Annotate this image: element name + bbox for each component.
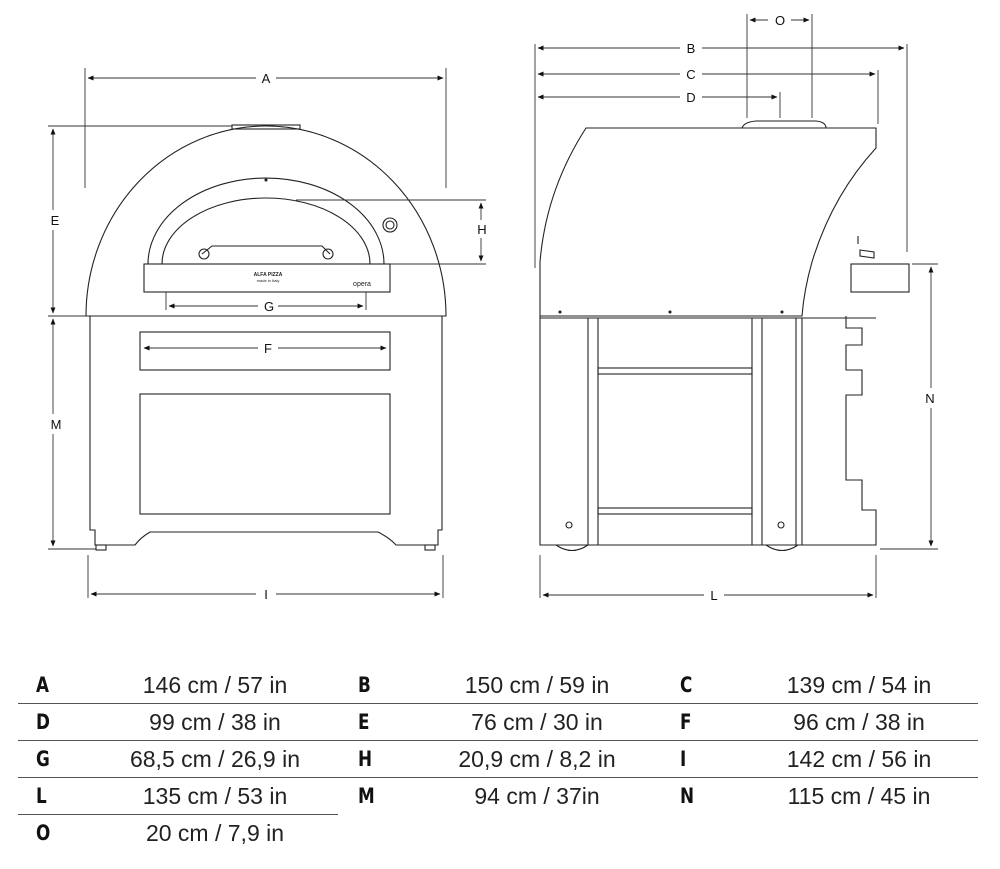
dimensions-table: A 146 cm / 57 in B 150 cm / 59 in C 139 … (18, 668, 978, 853)
dim-label-o: O (775, 13, 785, 28)
oven-model: opera (353, 281, 371, 288)
front-door-arch-outer (147, 177, 385, 265)
spec-key: B (358, 673, 371, 697)
spec-key: N (680, 784, 695, 808)
side-shelf-top (597, 367, 753, 375)
side-dimension-labels: O B C D N L (686, 13, 934, 603)
dim-label-n: N (925, 391, 934, 406)
technical-drawing: ALFA PIZZA made in Italy opera (48, 13, 938, 603)
spec-key: E (358, 710, 370, 734)
side-wheel-right (765, 544, 799, 552)
front-panel (139, 393, 391, 515)
front-door-handle (201, 245, 331, 255)
spec-key: F (680, 710, 692, 734)
row-divider (18, 814, 338, 815)
dim-label-c: C (686, 67, 695, 82)
dim-label-f: F (264, 341, 272, 356)
row-divider (18, 777, 978, 778)
side-view (539, 120, 910, 552)
spec-value: 142 cm / 56 in (786, 746, 932, 772)
table-row: A 146 cm / 57 in B 150 cm / 59 in C 139 … (18, 668, 978, 705)
row-divider (18, 703, 978, 704)
side-body (539, 127, 877, 317)
spec-value: 68,5 cm / 26,9 in (129, 746, 301, 772)
side-shelf-bottom (597, 507, 753, 515)
spec-key: D (36, 710, 50, 734)
spec-value: 76 cm / 30 in (471, 709, 603, 735)
spec-key: O (36, 821, 51, 845)
thermometer-icon (382, 217, 398, 233)
dim-label-e: E (51, 213, 60, 228)
dim-label-a: A (262, 71, 271, 86)
table-row: O 20 cm / 7,9 in (18, 816, 978, 853)
dim-label-g: G (264, 299, 274, 314)
spec-value: 139 cm / 54 in (786, 672, 932, 698)
spec-key: G (36, 747, 50, 771)
front-dimension-labels: A E M H G F I (51, 71, 487, 602)
front-drawer (139, 331, 391, 371)
dim-label-l: L (710, 588, 717, 603)
spec-value: 150 cm / 59 in (464, 672, 610, 698)
table-row: L 135 cm / 53 in M 94 cm / 37in N 115 cm… (18, 779, 978, 816)
spec-value: 135 cm / 53 in (142, 783, 288, 809)
front-dimensions (48, 68, 486, 598)
spec-key: C (680, 673, 693, 697)
front-band (143, 263, 391, 293)
dim-label-h: H (477, 222, 486, 237)
front-view (85, 124, 447, 551)
oven-brand-line2: made in Italy (257, 278, 280, 283)
front-chimney (231, 124, 301, 130)
dim-label-d: D (686, 90, 695, 105)
side-dimensions (534, 14, 938, 598)
side-wheel-left (555, 544, 589, 552)
front-door-arch-inner (161, 197, 371, 265)
spec-key: I (680, 747, 687, 771)
spec-value: 115 cm / 45 in (787, 783, 931, 809)
side-door-block (850, 263, 910, 293)
dim-label-m: M (51, 417, 62, 432)
spec-key: M (358, 784, 375, 808)
dim-label-b: B (687, 41, 696, 56)
spec-value: 99 cm / 38 in (149, 709, 281, 735)
side-chimney (741, 120, 827, 129)
spec-value: 96 cm / 38 in (793, 709, 925, 735)
table-row: D 99 cm / 38 in E 76 cm / 30 in F 96 cm … (18, 705, 978, 742)
side-stand (539, 316, 877, 546)
oven-brand-line1: ALFA PIZZA (254, 272, 283, 278)
spec-key: A (36, 673, 50, 697)
row-divider (18, 740, 978, 741)
spec-value: 20,9 cm / 8,2 in (458, 746, 616, 772)
table-row: G 68,5 cm / 26,9 in H 20,9 cm / 8,2 in I… (18, 742, 978, 779)
front-base (89, 316, 443, 546)
spec-value: 146 cm / 57 in (142, 672, 288, 698)
front-dome (85, 125, 447, 317)
spec-key: L (36, 784, 47, 808)
dim-label-i: I (264, 587, 268, 602)
spec-value: 94 cm / 37in (474, 783, 600, 809)
spec-key: H (358, 747, 373, 771)
spec-value: 20 cm / 7,9 in (145, 820, 285, 846)
